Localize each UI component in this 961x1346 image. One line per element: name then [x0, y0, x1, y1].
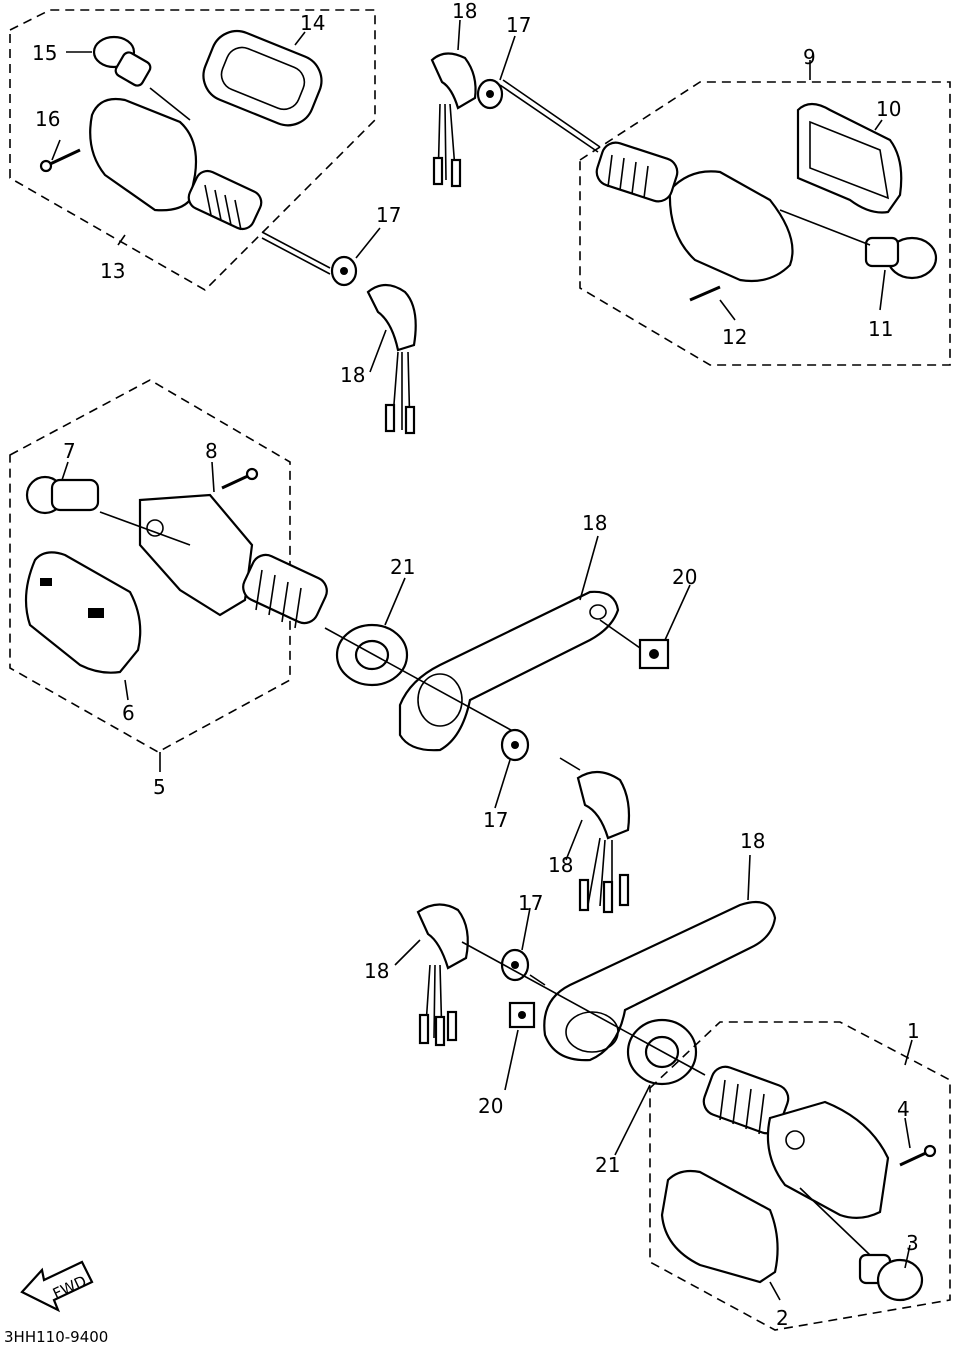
assembly-13-rear-left-flasher — [9, 9, 417, 435]
callout-3: 3 — [906, 1231, 919, 1255]
stay-bracket-19-upper — [398, 590, 620, 752]
mount-bracket-group-lower — [394, 854, 777, 1156]
callout-17: 17 — [376, 203, 401, 227]
callout-11: 11 — [868, 317, 893, 341]
callout-10: 10 — [876, 97, 901, 121]
callout-17: 17 — [506, 13, 531, 37]
callout-labels: 14 15 16 13 17 18 18 17 9 10 11 12 7 8 6… — [32, 0, 920, 1330]
lens-10 — [796, 102, 903, 214]
callout-15: 15 — [32, 41, 57, 65]
callout-8: 8 — [205, 439, 218, 463]
forward-arrow-icon: FWD — [20, 1260, 94, 1313]
assembly-5-boundary — [9, 379, 291, 753]
callout-21: 21 — [595, 1153, 620, 1177]
assembly-5-front-left-flasher — [9, 379, 328, 772]
callout-18: 18 — [364, 959, 389, 983]
connector-18-lower — [416, 903, 469, 970]
screw-8 — [221, 473, 251, 490]
callout-17: 17 — [518, 891, 543, 915]
lens-2 — [660, 1169, 779, 1284]
callout-19: 18 — [582, 511, 607, 535]
mount-bracket-group-upper — [324, 535, 691, 914]
lens-6 — [24, 551, 142, 674]
flasher-housing-9 — [668, 170, 794, 283]
callout-13: 13 — [100, 259, 125, 283]
callout-4: 4 — [897, 1097, 910, 1121]
lens-14 — [202, 30, 323, 127]
screw-12 — [689, 285, 721, 302]
callout-19: 18 — [740, 829, 765, 853]
connector-18-upper-left — [366, 283, 417, 352]
callout-2: 2 — [776, 1306, 789, 1330]
assembly-1-boundary — [649, 1021, 951, 1331]
callout-17: 17 — [483, 808, 508, 832]
callout-18: 18 — [452, 0, 477, 23]
flasher-housing-5 — [138, 493, 254, 617]
assembly-13-boundary — [9, 9, 376, 291]
assembly-9-boundary — [579, 81, 951, 366]
callout-9: 9 — [803, 45, 816, 69]
connector-18-middle — [576, 770, 631, 840]
callout-18: 18 — [340, 363, 365, 387]
callout-12: 12 — [722, 325, 747, 349]
callout-5: 5 — [153, 775, 166, 799]
flasher-housing-13 — [89, 97, 198, 212]
callout-21: 21 — [390, 555, 415, 579]
callout-16: 16 — [35, 107, 60, 131]
stay-bracket-19-lower — [543, 900, 777, 1062]
callout-6: 6 — [122, 701, 135, 725]
callout-20: 20 — [672, 565, 697, 589]
assembly-1-front-right-flasher — [649, 1021, 951, 1331]
screw-16 — [47, 148, 81, 167]
nut-20-upper — [638, 638, 670, 670]
callout-1: 1 — [907, 1019, 920, 1043]
drawing-code: 3HH110-9400 — [4, 1328, 108, 1346]
assembly-9-rear-right-flasher — [430, 19, 951, 366]
callout-7: 7 — [63, 439, 76, 463]
callout-14: 14 — [300, 11, 325, 35]
screw-4 — [899, 1150, 929, 1167]
flasher-housing-1 — [766, 1100, 890, 1219]
callout-18: 18 — [548, 853, 573, 877]
callout-20: 20 — [478, 1094, 503, 1118]
connector-18-upper-right — [430, 52, 477, 110]
bulb-3 — [876, 1258, 924, 1302]
